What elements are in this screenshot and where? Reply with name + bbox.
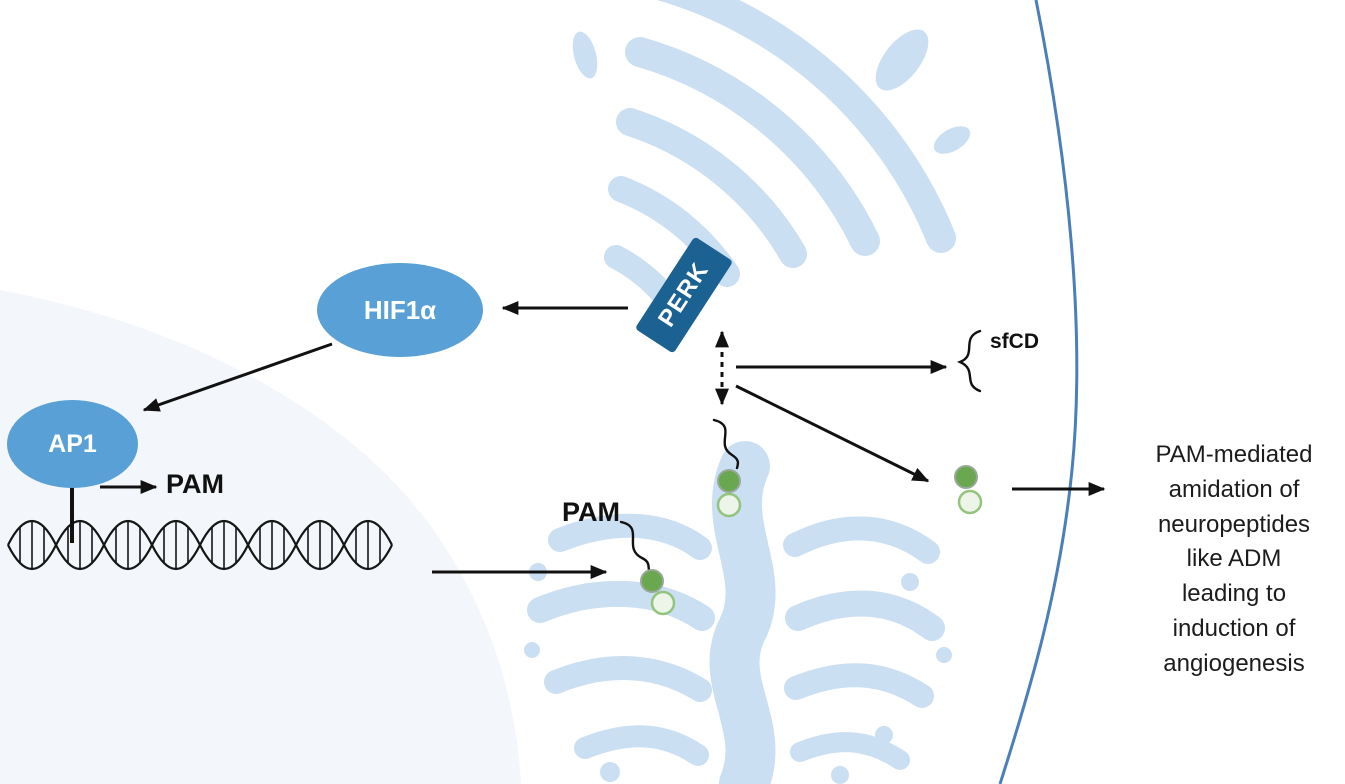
- pam-golgi-squiggle: [619, 520, 651, 572]
- pam-protein-light-circle: [957, 489, 983, 515]
- er-structure: [572, 0, 971, 312]
- pam-golgi-label: PAM: [562, 497, 620, 527]
- pam-vesicle-membrane: [954, 465, 983, 515]
- pam-vesicle-golgi-left: [640, 569, 676, 616]
- golgi-vesicle-dot: [600, 762, 620, 782]
- golgi-structure: [524, 441, 952, 784]
- arrow-perk-to-vesicle: [735, 384, 930, 483]
- golgi-vesicle-dot: [936, 647, 952, 663]
- golgi-trunk: [709, 441, 776, 784]
- cell-membrane: [998, 0, 1079, 784]
- hif1a-label: HIF1α: [363, 294, 437, 325]
- er-ribbon: [616, 108, 807, 268]
- pam-protein-light-circle: [650, 590, 676, 616]
- er-blob: [875, 29, 929, 91]
- golgi-top-squiggle: [712, 418, 740, 470]
- golgi-ribbon: [548, 513, 712, 560]
- golgi-vesicle-dot: [901, 573, 919, 591]
- sfcd-label: sfCD: [990, 330, 1040, 353]
- dna-rungs: [19, 521, 381, 569]
- pam-protein-light-circle: [716, 492, 742, 518]
- golgi-vesicle-dot: [875, 726, 893, 744]
- pam-protein-dark-circle: [717, 469, 741, 493]
- er-ribbon: [625, 37, 880, 256]
- golgi-ribbon: [544, 656, 712, 702]
- dna-helix: [7, 487, 393, 571]
- pam-vesicle-golgi-top: [716, 469, 742, 518]
- pam-protein-dark-circle: [640, 569, 664, 593]
- ap1-node: AP1: [7, 400, 138, 488]
- er-blob: [933, 126, 971, 154]
- pam-protein-dark-circle: [954, 465, 978, 489]
- golgi-ribbon: [784, 663, 934, 708]
- golgi-ribbon: [790, 732, 910, 770]
- pam-gene-label: PAM: [166, 469, 224, 499]
- er-blob: [572, 31, 598, 79]
- arrow-hif1a-to-ap1: [142, 342, 333, 412]
- sfcd-brace: [956, 329, 982, 393]
- er-ribbon: [656, 0, 956, 253]
- golgi-ribbon: [785, 590, 945, 641]
- golgi-ribbon: [527, 580, 715, 631]
- golgi-vesicle-dot: [524, 642, 540, 658]
- ap1-label: AP1: [48, 429, 97, 458]
- golgi-ribbon: [574, 725, 709, 766]
- golgi-vesicle-dot: [831, 766, 849, 784]
- outcome-text: PAM-mediated amidation of neuropeptides …: [1155, 441, 1313, 677]
- golgi-ribbon: [783, 516, 940, 564]
- hif1a-node: HIF1α: [317, 263, 483, 357]
